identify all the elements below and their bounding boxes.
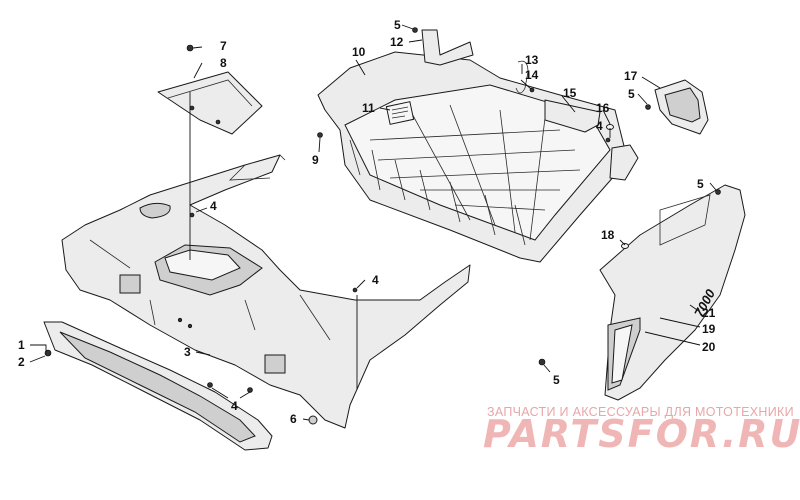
- callout-1: 1: [18, 338, 25, 352]
- storage-tray: [317, 51, 639, 263]
- side-bracket: [544, 99, 601, 133]
- side-panel: 7000: [599, 184, 746, 401]
- callout-10: 10: [352, 45, 366, 59]
- callout-19: 19: [702, 322, 716, 336]
- callout-21: 21: [702, 306, 716, 320]
- latch: [515, 60, 529, 94]
- callout-15: 15: [563, 86, 577, 100]
- callout-5: 5: [628, 87, 635, 101]
- callout-4: 4: [372, 273, 379, 287]
- bracket: [421, 29, 474, 66]
- callout-18: 18: [601, 228, 615, 242]
- callout-5: 5: [697, 177, 704, 191]
- watermark-tagline: ЗАПЧАСТИ И АКСЕССУАРЫ ДЛЯ МОТОТЕХНИКИ: [487, 405, 794, 419]
- callout-8: 8: [220, 56, 227, 70]
- callout-17: 17: [624, 69, 638, 83]
- callout-16: 16: [596, 101, 610, 115]
- callout-2: 2: [18, 355, 25, 369]
- rear-panel: [61, 154, 471, 429]
- callout-4: 4: [231, 399, 238, 413]
- callout-5: 5: [553, 373, 560, 387]
- leader-lines: [29, 24, 717, 421]
- callout-14: 14: [525, 68, 539, 82]
- callout-3: 3: [184, 345, 191, 359]
- callout-4: 4: [210, 199, 217, 213]
- callout-13: 13: [525, 53, 539, 67]
- callout-6: 6: [290, 412, 297, 426]
- callout-5: 5: [394, 18, 401, 32]
- callout-20: 20: [702, 340, 716, 354]
- callout-4: 4: [596, 119, 603, 133]
- trim-strip: [43, 321, 273, 451]
- callout-11: 11: [362, 101, 375, 115]
- callout-7: 7: [220, 39, 227, 53]
- callout-9: 9: [312, 153, 319, 167]
- callout-labels: 1 2 3 4 4 4 4 5 5 5 5 6 7 8 9 10 11 12 1…: [18, 18, 716, 426]
- callout-12: 12: [390, 35, 404, 49]
- watermark-brand: PARTSFOR.RU: [483, 412, 800, 456]
- handle: [654, 79, 709, 135]
- storage-lid: [157, 71, 263, 135]
